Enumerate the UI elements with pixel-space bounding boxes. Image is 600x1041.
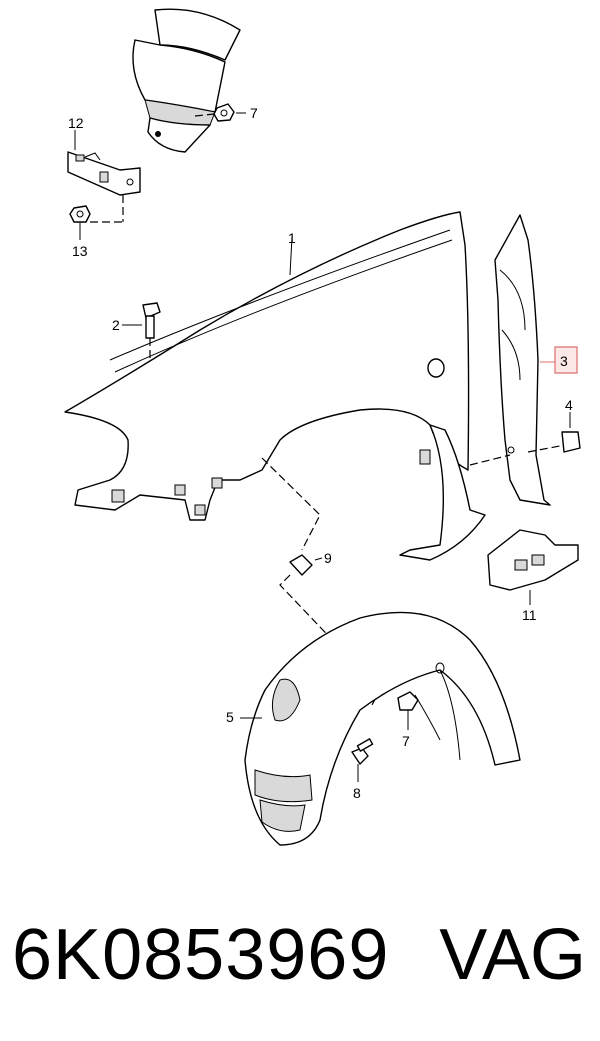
- callout-4: 4: [565, 397, 573, 413]
- nut-13: [69, 205, 91, 240]
- bracket-11: [487, 529, 579, 605]
- bracket-12: [67, 130, 141, 223]
- wheel-liner-5: [240, 611, 521, 846]
- nut-4: [561, 412, 581, 453]
- callout-3: 3: [560, 353, 568, 369]
- upper-arch-part: [132, 8, 241, 153]
- callout-9: 9: [324, 550, 332, 566]
- callout-12: 12: [68, 115, 84, 131]
- clip-7-lower: [397, 691, 419, 730]
- bracket-3: [469, 214, 578, 506]
- callout-7-lower: 7: [402, 733, 410, 749]
- callout-7-top: 7: [250, 105, 258, 121]
- callout-11: 11: [522, 607, 537, 623]
- bolt-2: [122, 302, 161, 360]
- part-number: 6K0853969: [12, 915, 390, 995]
- callout-1: 1: [288, 230, 296, 246]
- fender-1: [64, 211, 486, 561]
- callout-13: 13: [72, 243, 88, 259]
- callout-2: 2: [112, 317, 120, 333]
- screw-8: [351, 738, 374, 782]
- nut-7-top: [194, 103, 246, 122]
- callout-5: 5: [226, 709, 234, 725]
- parts-diagram: 1 2 3 4 5 7 7 8 9 11 12 13: [64, 8, 581, 846]
- callout-8: 8: [353, 785, 361, 801]
- brand-label: VAG: [439, 915, 586, 995]
